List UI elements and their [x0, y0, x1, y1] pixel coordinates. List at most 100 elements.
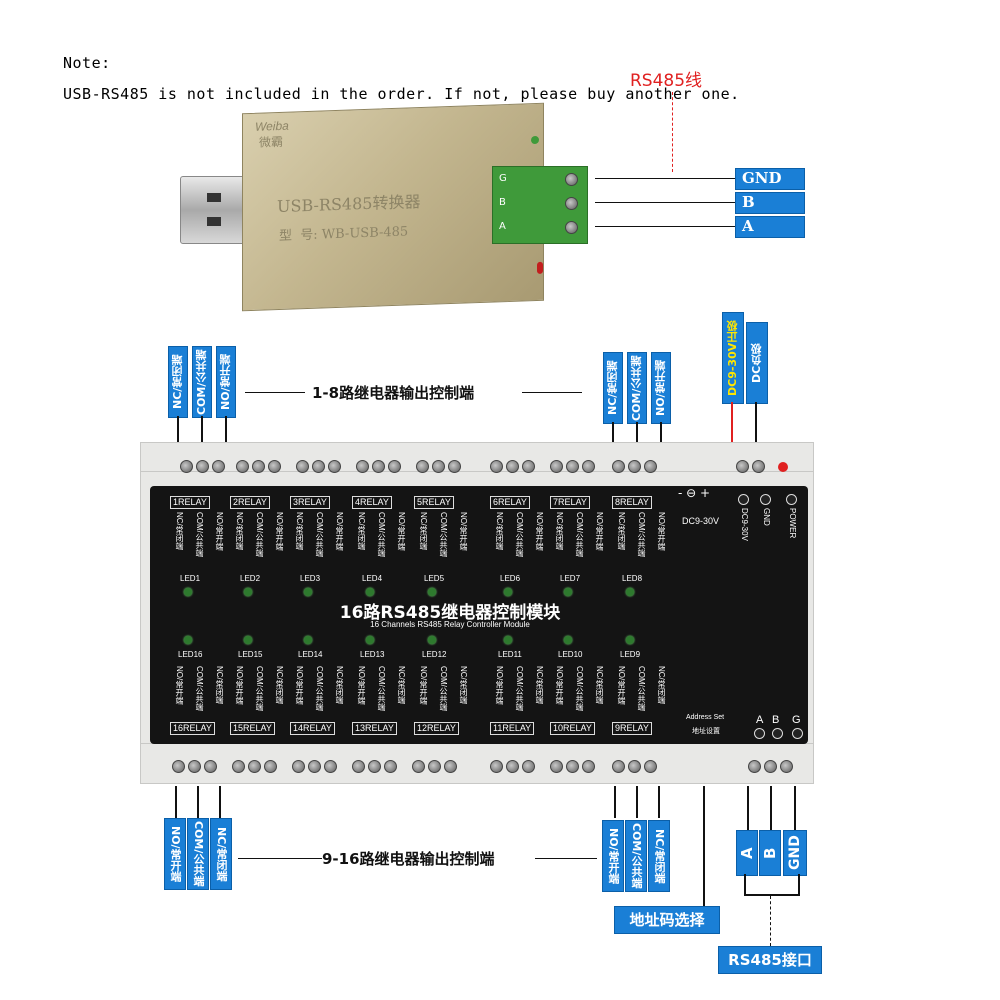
bus-gnd-tag: GND [783, 830, 807, 876]
lead-wire [658, 786, 660, 818]
power-positive-tag: DC9-30V正极 [722, 312, 744, 404]
bottom-caption: 9-16路继电器输出控制端 [322, 850, 495, 868]
led-label-bottom: LED15 [238, 650, 263, 659]
relay-label-bottom: 14RELAY [290, 722, 335, 735]
terminal-label-top: NC/常闭端 [617, 512, 626, 550]
led-label-top: LED6 [500, 574, 521, 583]
terminal-letter-a: A [499, 221, 506, 232]
terminal-screw [232, 760, 245, 773]
lead-wire [201, 416, 203, 444]
terminal-screw [416, 460, 429, 473]
relay-led [244, 636, 252, 644]
relay-label-bottom: 9RELAY [612, 722, 652, 735]
terminal-label-top: COM/公共端 [439, 512, 448, 557]
terminal-label-bottom: NC/常闭端 [215, 666, 224, 704]
adapter-brand: Weiba [255, 118, 289, 134]
top-left-no-tag: NO/常开端 [216, 346, 236, 418]
b-tag: B [735, 192, 805, 214]
led-label-top: LED8 [622, 574, 643, 583]
terminal-screw [188, 760, 201, 773]
bus-b-tag: B [759, 830, 781, 876]
relay-label-top: 7RELAY [550, 496, 590, 509]
note-text: USB-RS485 is not included in the order. … [63, 85, 740, 103]
terminal-label-bottom: NO/常开端 [419, 666, 428, 705]
terminal-label-bottom: COM/公共端 [255, 666, 264, 711]
terminal-label-top: NO/常开端 [535, 512, 544, 551]
module-subtitle: 16 Channels RS485 Relay Controller Modul… [370, 620, 530, 629]
gnd-wire [595, 178, 735, 179]
power-negative-tag: DC负极 [746, 322, 768, 404]
terminal-screw [780, 760, 793, 773]
terminal-label-top: COM/公共端 [515, 512, 524, 557]
terminal-screw [356, 460, 369, 473]
power-terminal-hole [786, 494, 797, 505]
address-set-cn-label: 地址设置 [692, 728, 720, 735]
terminal-label-bottom: NO/常开端 [555, 666, 564, 705]
lead-wire [636, 786, 638, 818]
lead-wire [175, 786, 177, 818]
terminal-label-top: NO/常开端 [215, 512, 224, 551]
power-term-label: POWER [788, 508, 797, 539]
adapter-brand-cn: 微霸 [259, 134, 284, 150]
terminal-label-top: NO/常开端 [657, 512, 666, 551]
terminal-screw [172, 760, 185, 773]
terminal-label-bottom: NC/常闭端 [335, 666, 344, 704]
terminal-label-top: NC/常闭端 [555, 512, 564, 550]
relay-label-top: 3RELAY [290, 496, 330, 509]
terminal-screw [384, 760, 397, 773]
terminal-screw [204, 760, 217, 773]
relay-led [564, 588, 572, 596]
led-label-bottom: LED12 [422, 650, 447, 659]
terminal-label-bottom: NO/常开端 [235, 666, 244, 705]
terminal-screw [268, 460, 281, 473]
relay-label-bottom: 15RELAY [230, 722, 275, 735]
terminal-screw [448, 460, 461, 473]
top-left-com-tag: COM/公共端 [192, 346, 212, 418]
terminal-label-top: COM/公共端 [255, 512, 264, 557]
lead-wire [177, 416, 179, 444]
bus-b-hole [772, 728, 783, 739]
usb-adapter: Weiba 微霸 USB-RS485转换器 型 号: WB-USB-485 G … [180, 100, 600, 312]
terminal-label-top: NO/常开端 [459, 512, 468, 551]
terminal-screw [506, 760, 519, 773]
terminal-label-top: COM/公共端 [637, 512, 646, 557]
terminal-screw [432, 460, 445, 473]
relay-led [428, 588, 436, 596]
power-positive-wire [731, 402, 733, 444]
led-label-top: LED5 [424, 574, 445, 583]
address-select-tag: 地址码选择 [614, 906, 720, 934]
terminal-label-bottom: NC/常闭端 [657, 666, 666, 704]
bus-a-lead [747, 786, 749, 830]
terminal-label-top: COM/公共端 [315, 512, 324, 557]
terminal-screw [644, 760, 657, 773]
terminal-label-bottom: NO/常开端 [617, 666, 626, 705]
rs485-port-tag: RS485接口 [718, 946, 822, 974]
terminal-screw [736, 460, 749, 473]
lead-wire [636, 422, 638, 444]
note-title: Note: [63, 54, 111, 72]
terminal-screw [565, 197, 578, 210]
relay-label-top: 4RELAY [352, 496, 392, 509]
relay-led [244, 588, 252, 596]
lead-wire [612, 422, 614, 444]
relay-led [184, 636, 192, 644]
terminal-screw [550, 460, 563, 473]
top-right-com-tag: COM/公共端 [627, 352, 647, 424]
terminal-screw [328, 460, 341, 473]
terminal-screw [252, 460, 265, 473]
adapter-led-red [537, 261, 543, 274]
terminal-letter-g: G [499, 173, 507, 184]
led-label-top: LED4 [362, 574, 383, 583]
terminal-label-bottom: COM/公共端 [377, 666, 386, 711]
terminal-screw [388, 460, 401, 473]
lead-wire [614, 786, 616, 818]
bus-bracket [744, 874, 800, 896]
terminal-label-bottom: NC/常闭端 [595, 666, 604, 704]
gnd-terminal-hole [760, 494, 771, 505]
bus-a-tag: A [736, 830, 758, 876]
bus-g-lead [794, 786, 796, 830]
usb-plug [180, 176, 252, 244]
lead-wire [225, 416, 227, 444]
gnd-term-label: GND [762, 508, 771, 526]
terminal-screw [644, 460, 657, 473]
